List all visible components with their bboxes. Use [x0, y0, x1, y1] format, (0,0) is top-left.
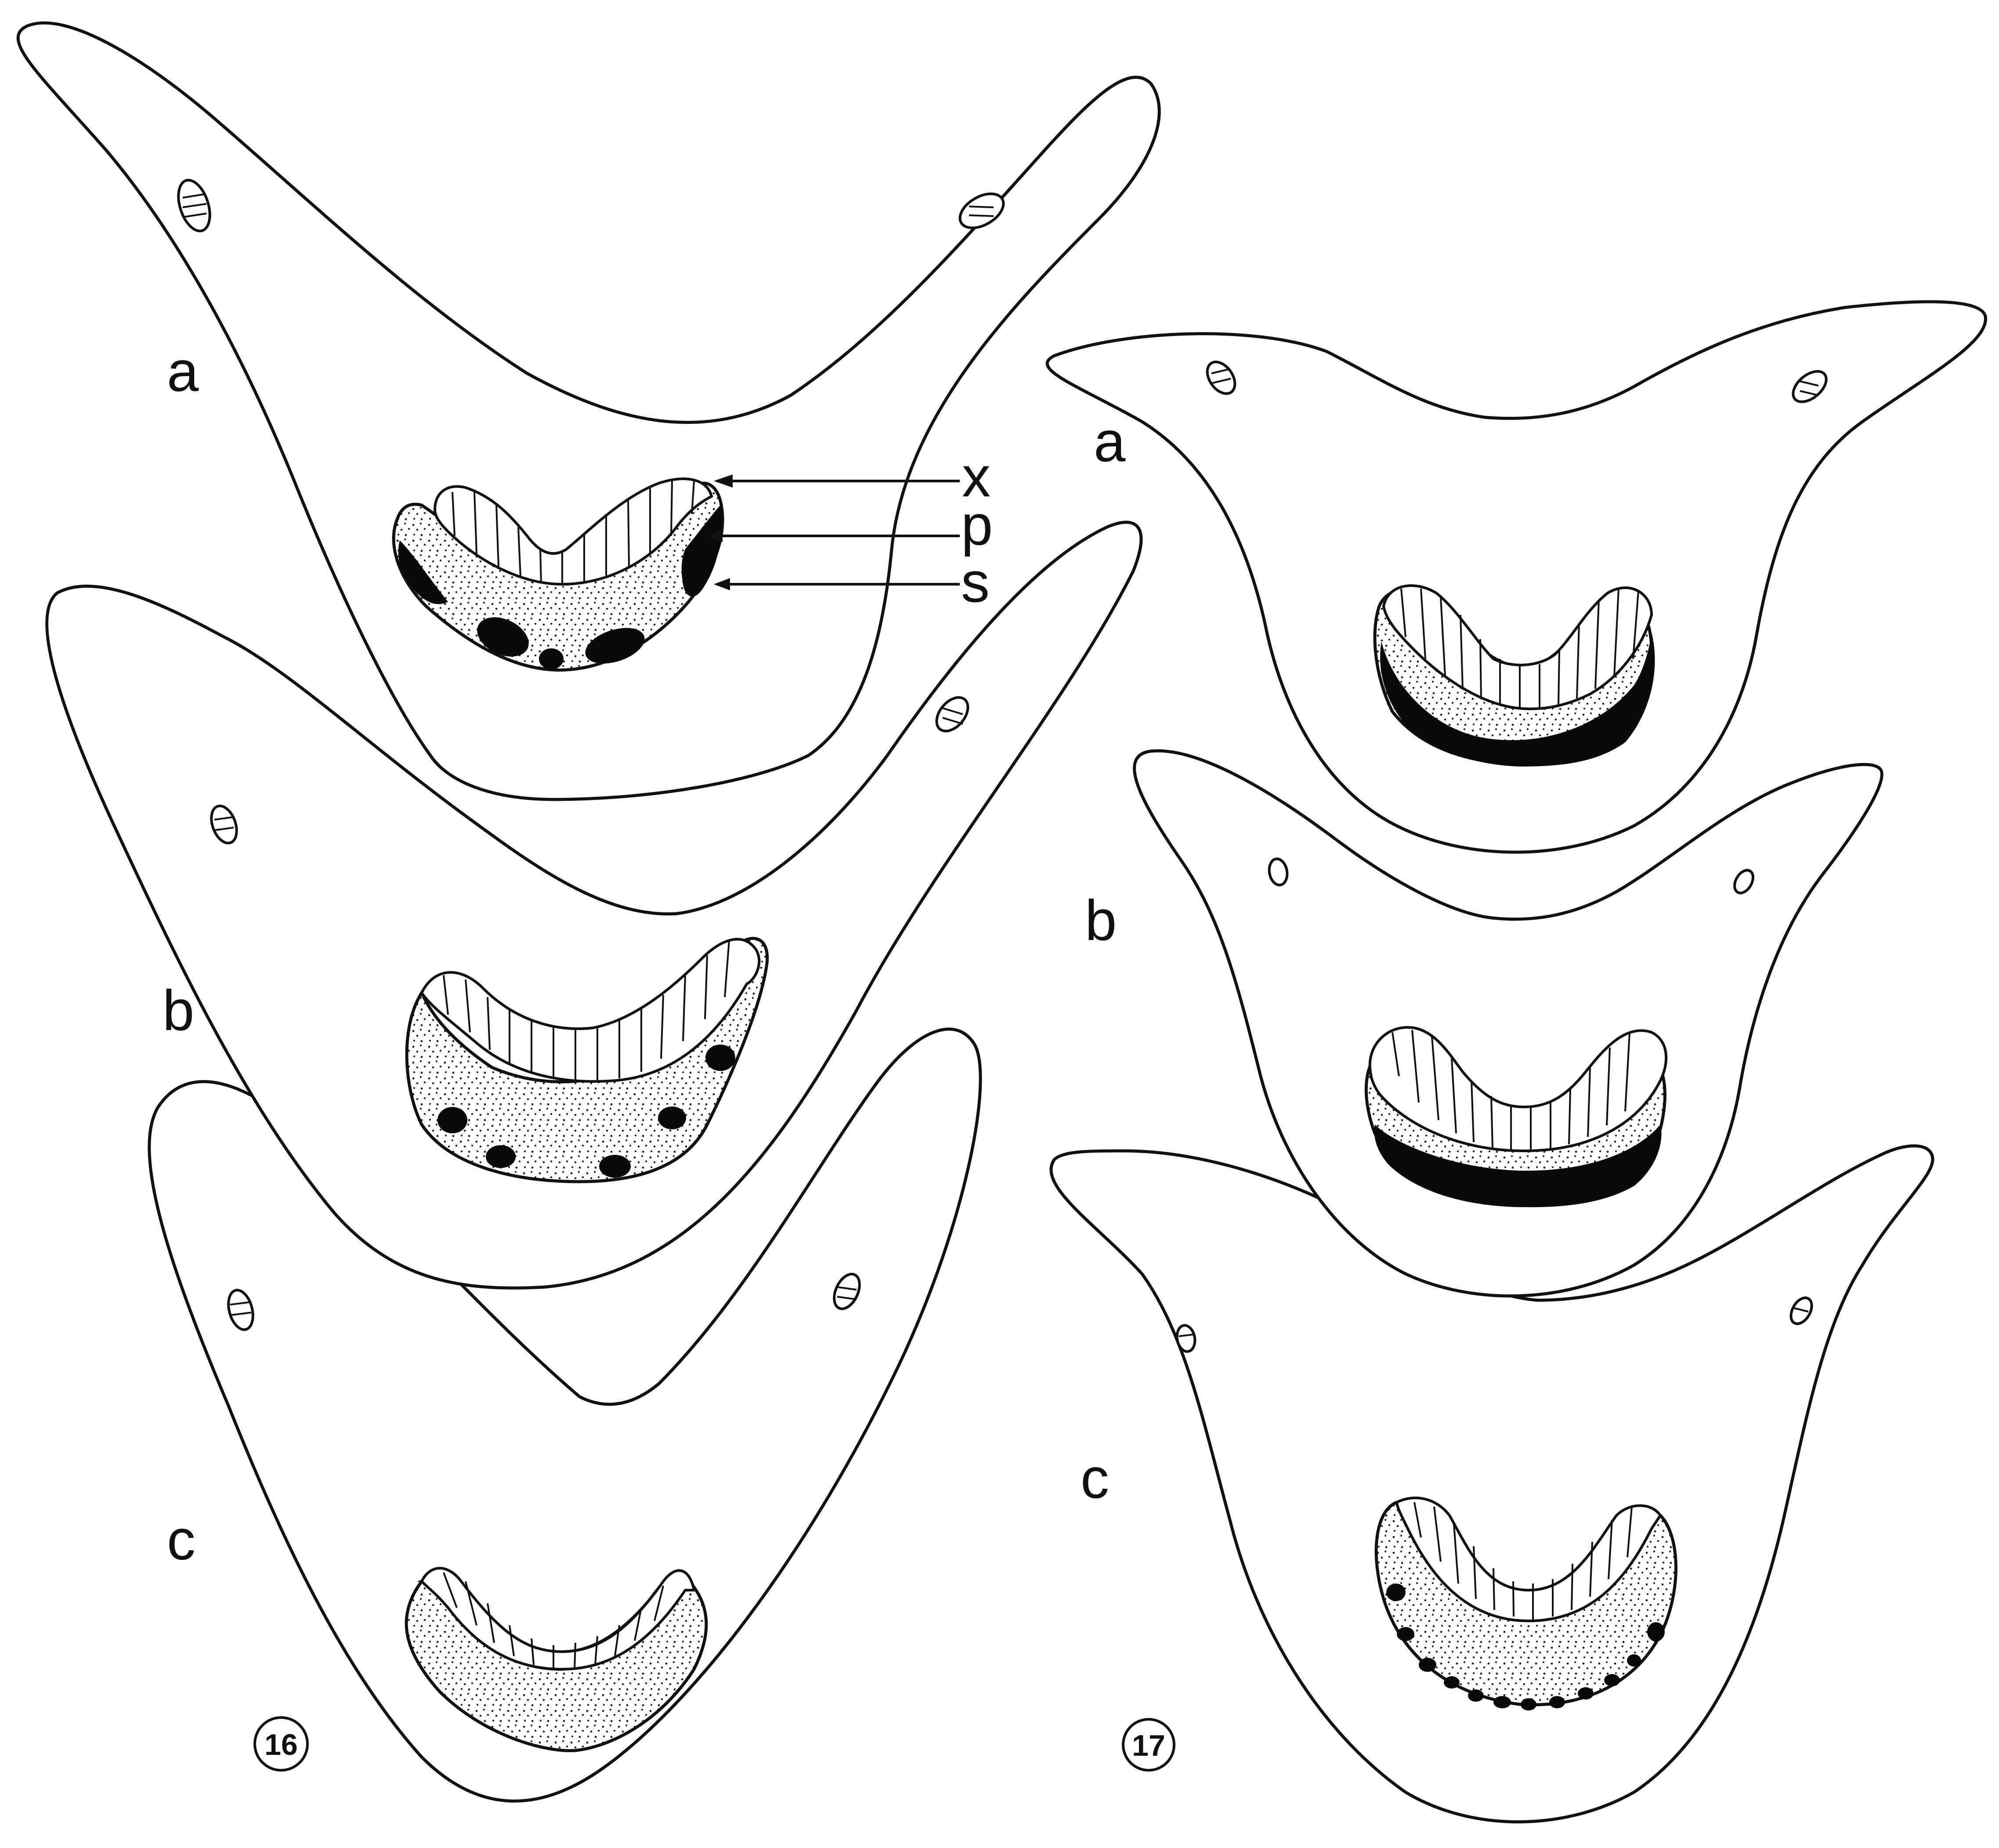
callout-p: p: [961, 493, 993, 557]
section-label: b: [1085, 888, 1117, 952]
figure-number-16: 16: [255, 1718, 307, 1770]
section-label: c: [167, 1508, 195, 1572]
figure-number-17: 17: [1123, 1719, 1174, 1770]
section-label: b: [163, 978, 194, 1042]
section-label: a: [167, 339, 199, 403]
svg-text:16: 16: [264, 1728, 298, 1761]
section-label: a: [1094, 409, 1126, 474]
svg-text:17: 17: [1132, 1729, 1165, 1762]
figure-16: c: [18, 23, 1159, 1801]
figure-17: c: [1047, 302, 1985, 1822]
callout-s: s: [961, 550, 990, 614]
section-label: c: [1081, 1446, 1109, 1510]
